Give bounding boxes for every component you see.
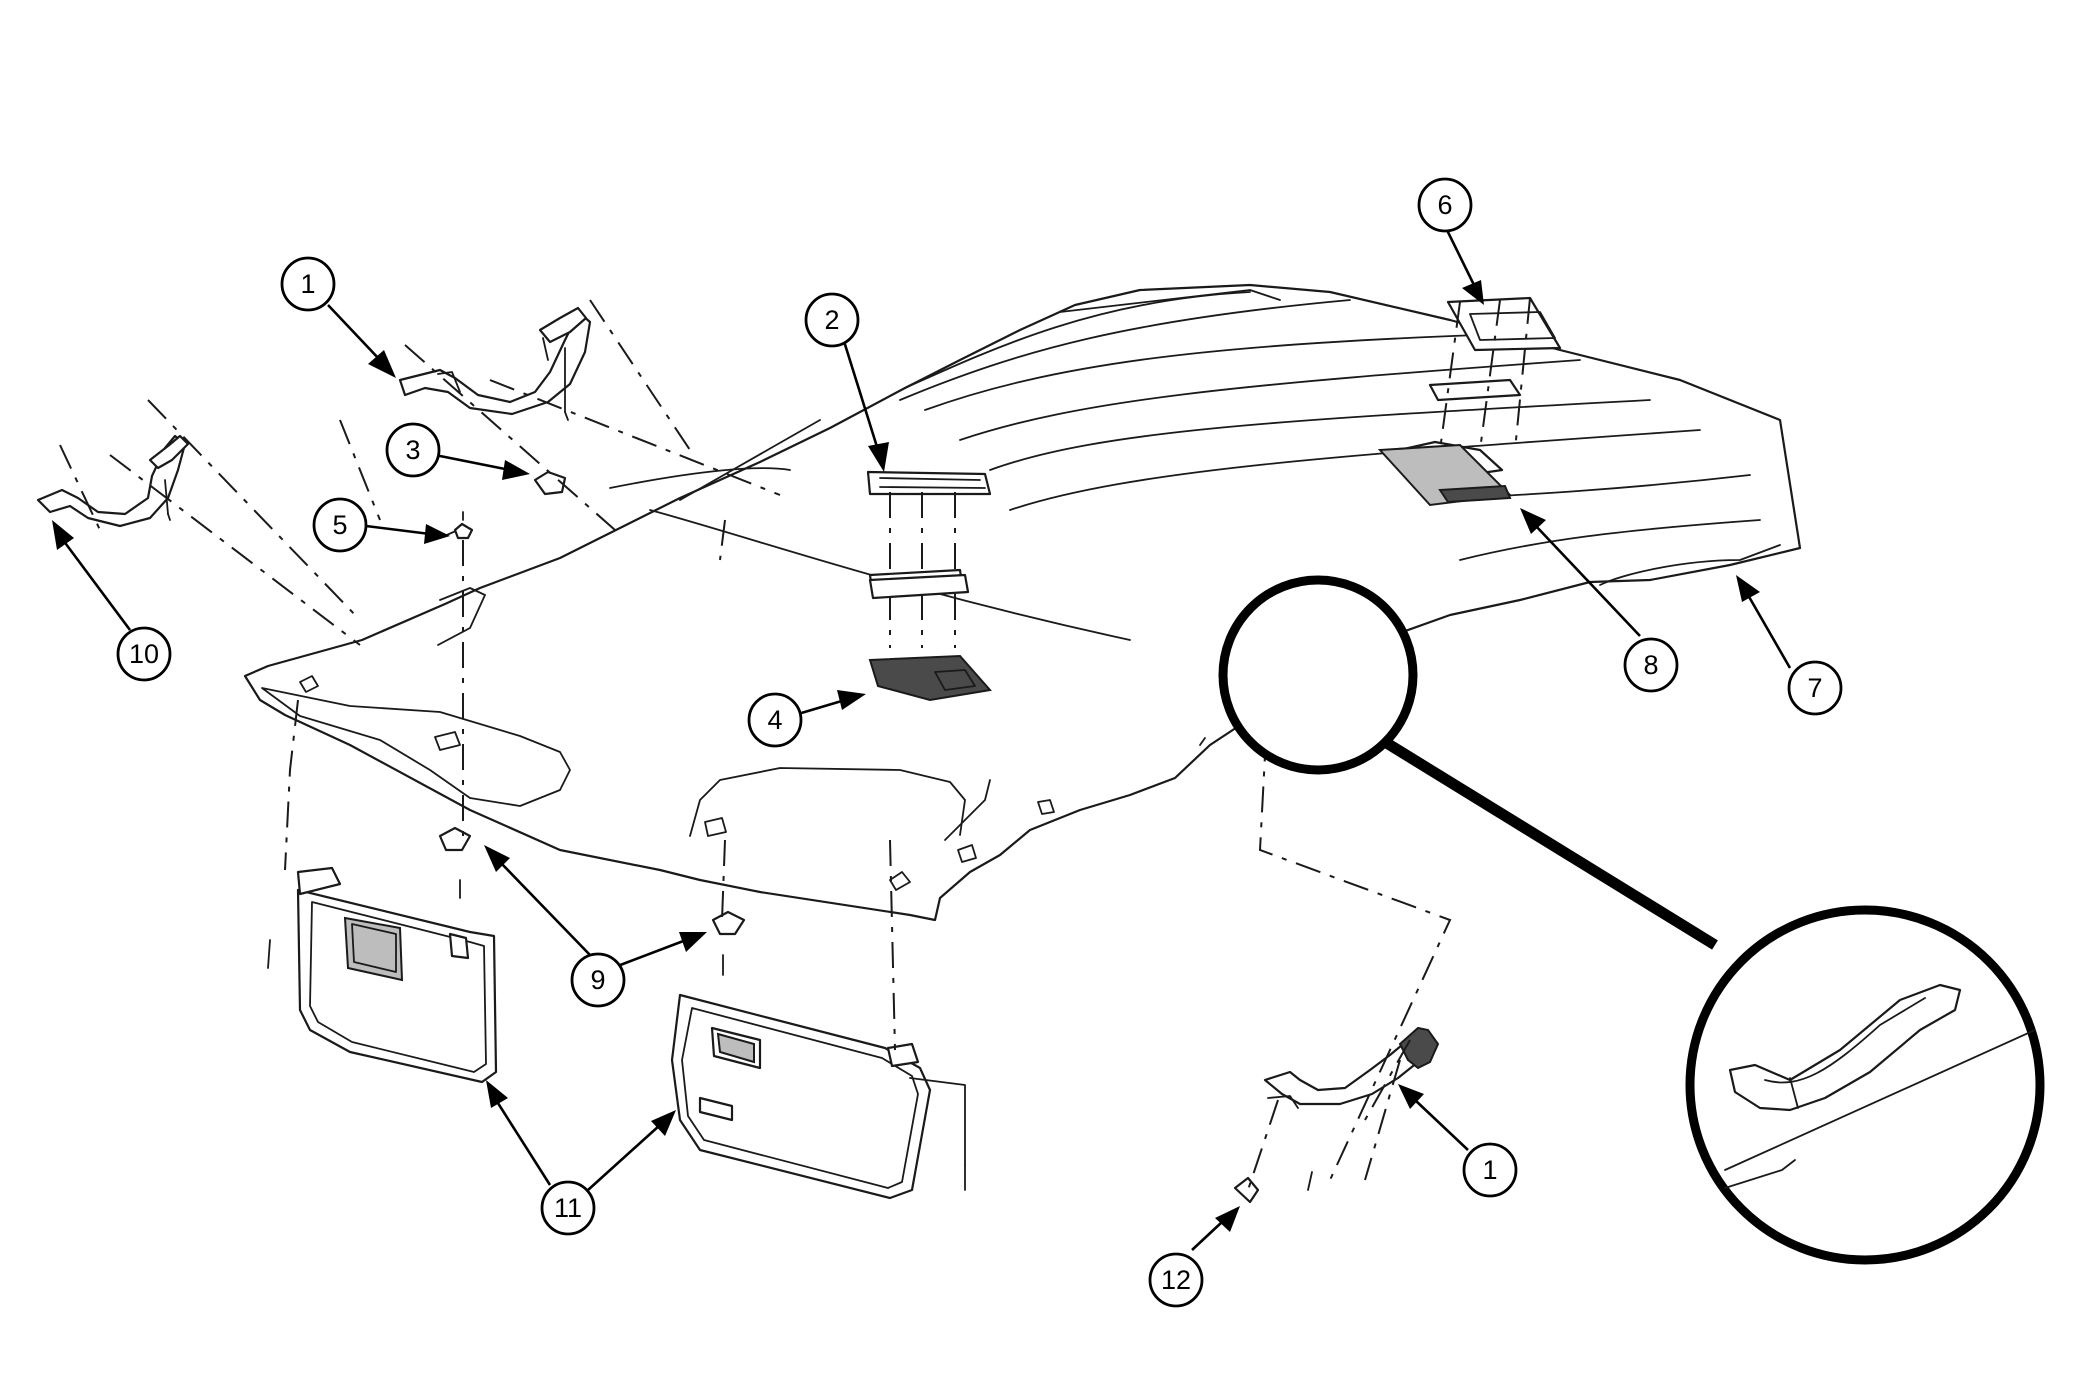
grab-handle-lower xyxy=(1263,1026,1440,1109)
callout-6-label: 6 xyxy=(1437,190,1452,220)
callout-1-lower: 1 xyxy=(1462,1142,1518,1198)
callout-1-upper-label: 1 xyxy=(300,269,315,299)
sun-visor-right xyxy=(670,993,932,1200)
callout-12-label: 12 xyxy=(1161,1265,1191,1295)
callout-1-lower-label: 1 xyxy=(1482,1155,1497,1185)
callout-1-upper: 1 xyxy=(280,256,336,312)
callout-3-label: 3 xyxy=(405,435,420,465)
detail-zoom xyxy=(1218,575,2045,1265)
assembly-lines xyxy=(59,299,1452,1191)
callout-11-label: 11 xyxy=(554,1193,582,1223)
leader-arrows xyxy=(52,227,1792,1251)
callout-10-label: 10 xyxy=(129,639,159,669)
callout-8: 8 xyxy=(1623,637,1679,693)
callout-6: 6 xyxy=(1417,177,1473,233)
grab-handle-left xyxy=(36,434,190,528)
rear-lamp-assembly xyxy=(1377,296,1562,507)
callout-2: 2 xyxy=(804,292,860,348)
headliner-panel xyxy=(243,283,1802,922)
callout-10: 10 xyxy=(116,626,172,682)
callout-2-label: 2 xyxy=(824,305,839,335)
callout-12: 12 xyxy=(1148,1252,1204,1308)
callout-7-label: 7 xyxy=(1807,673,1822,703)
callout-5: 5 xyxy=(312,497,368,553)
callout-9: 9 xyxy=(570,952,626,1008)
callout-4-label: 4 xyxy=(767,705,782,735)
callout-7: 7 xyxy=(1787,660,1843,716)
callout-3: 3 xyxy=(385,422,441,478)
dome-lamp-assembly xyxy=(866,470,992,702)
retainer-clips xyxy=(267,470,1313,1204)
zoom-source-circle xyxy=(1218,575,1418,775)
callout-9-label: 9 xyxy=(590,965,605,995)
grab-handle-upper xyxy=(398,306,592,421)
callout-8-label: 8 xyxy=(1643,650,1658,680)
callout-5-label: 5 xyxy=(332,510,347,540)
sun-visor-left xyxy=(296,866,498,1084)
callout-4: 4 xyxy=(747,692,803,748)
callout-11: 11 xyxy=(540,1180,596,1236)
